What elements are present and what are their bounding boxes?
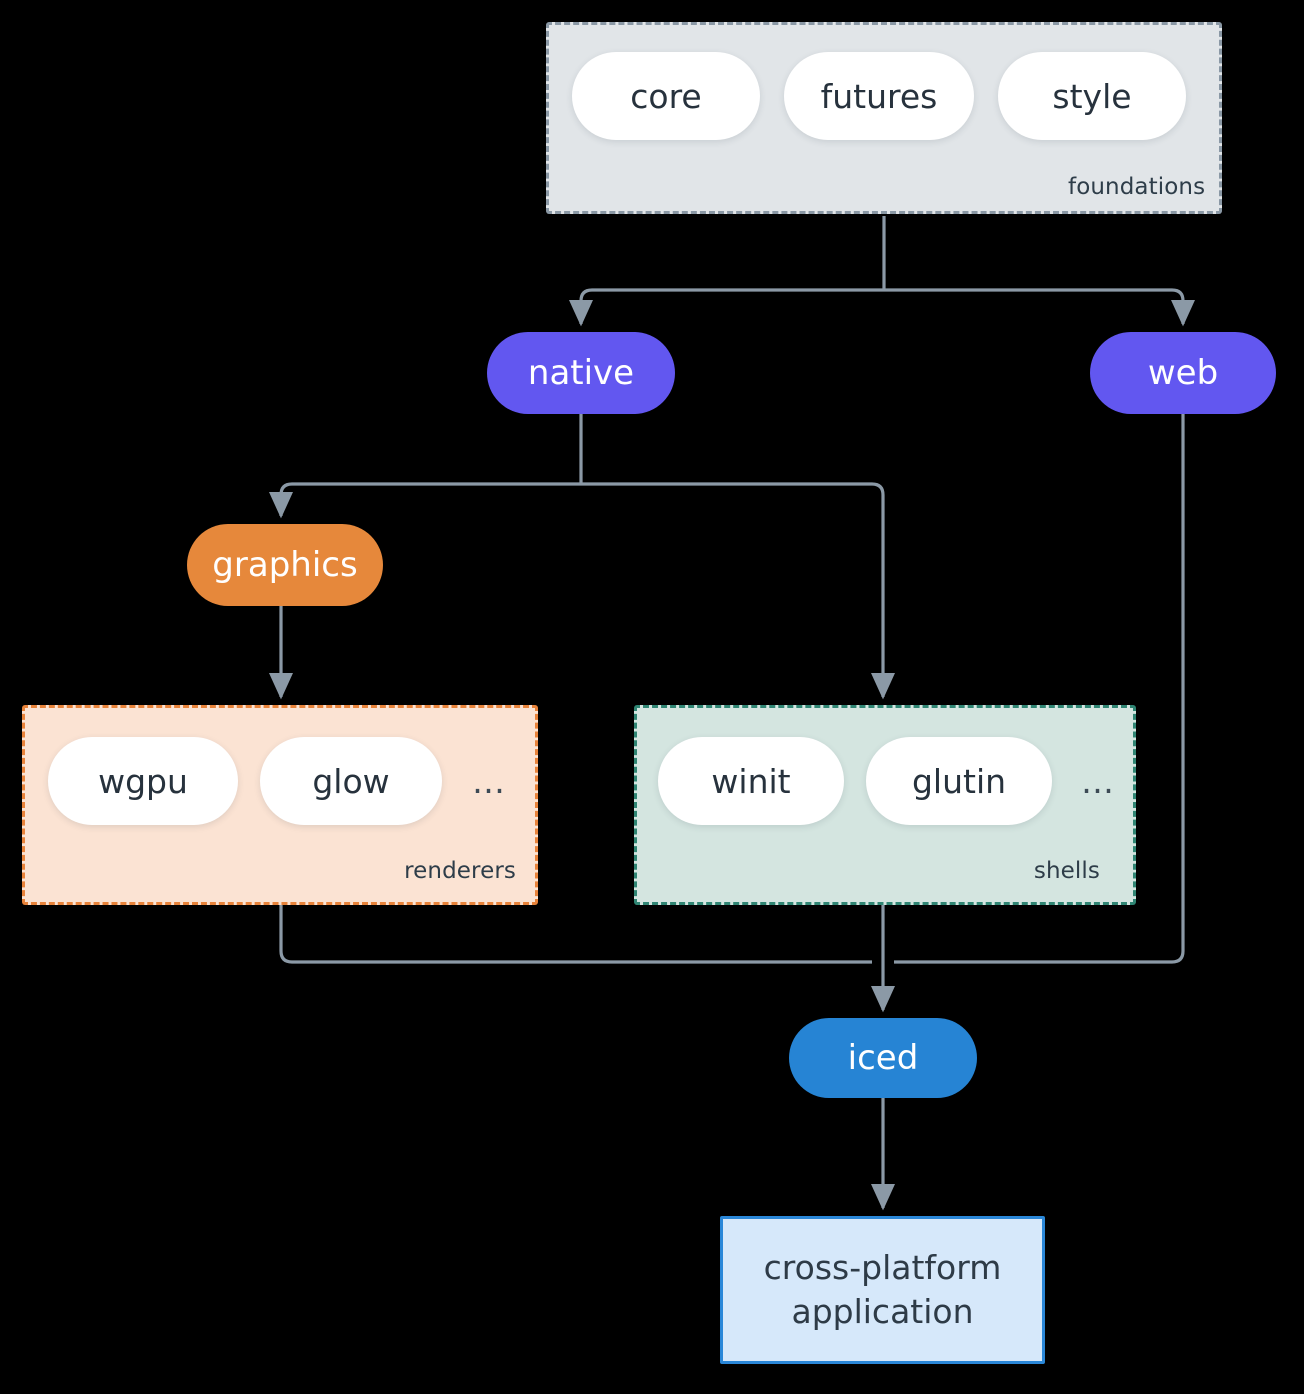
group-shells-items: winit glutin … [658, 737, 1128, 825]
application-line-2: application [791, 1292, 974, 1331]
edge-foundations-to-native [569, 288, 884, 327]
pill-wgpu[interactable]: wgpu [48, 737, 238, 825]
pill-winit[interactable]: winit [658, 737, 844, 825]
pill-futures[interactable]: futures [784, 52, 974, 140]
edge-renderers-to-iced [279, 905, 872, 964]
node-native[interactable]: native [487, 332, 675, 414]
pill-glow[interactable]: glow [260, 737, 442, 825]
edge-native-to-shells [581, 482, 895, 700]
group-label-foundations: foundations [1068, 174, 1206, 200]
pill-core[interactable]: core [572, 52, 760, 140]
edge-native-to-graphics [269, 482, 581, 519]
group-label-shells: shells [1033, 858, 1100, 884]
renderers-more-ellipsis: … [472, 761, 506, 801]
group-renderers-items: wgpu glow … [48, 737, 528, 825]
pill-glutin[interactable]: glutin [866, 737, 1052, 825]
pill-style[interactable]: style [998, 52, 1186, 140]
edge-foundations-to-web [884, 288, 1195, 327]
group-foundations-items: core futures style [572, 52, 1202, 140]
node-graphics[interactable]: graphics [187, 524, 383, 606]
node-iced[interactable]: iced [789, 1018, 977, 1098]
node-web[interactable]: web [1090, 332, 1276, 414]
node-cross-platform-application[interactable]: cross-platform application [720, 1216, 1045, 1364]
application-line-1: cross-platform [763, 1248, 1002, 1288]
shells-more-ellipsis: … [1081, 761, 1115, 801]
group-label-renderers: renderers [404, 858, 516, 884]
